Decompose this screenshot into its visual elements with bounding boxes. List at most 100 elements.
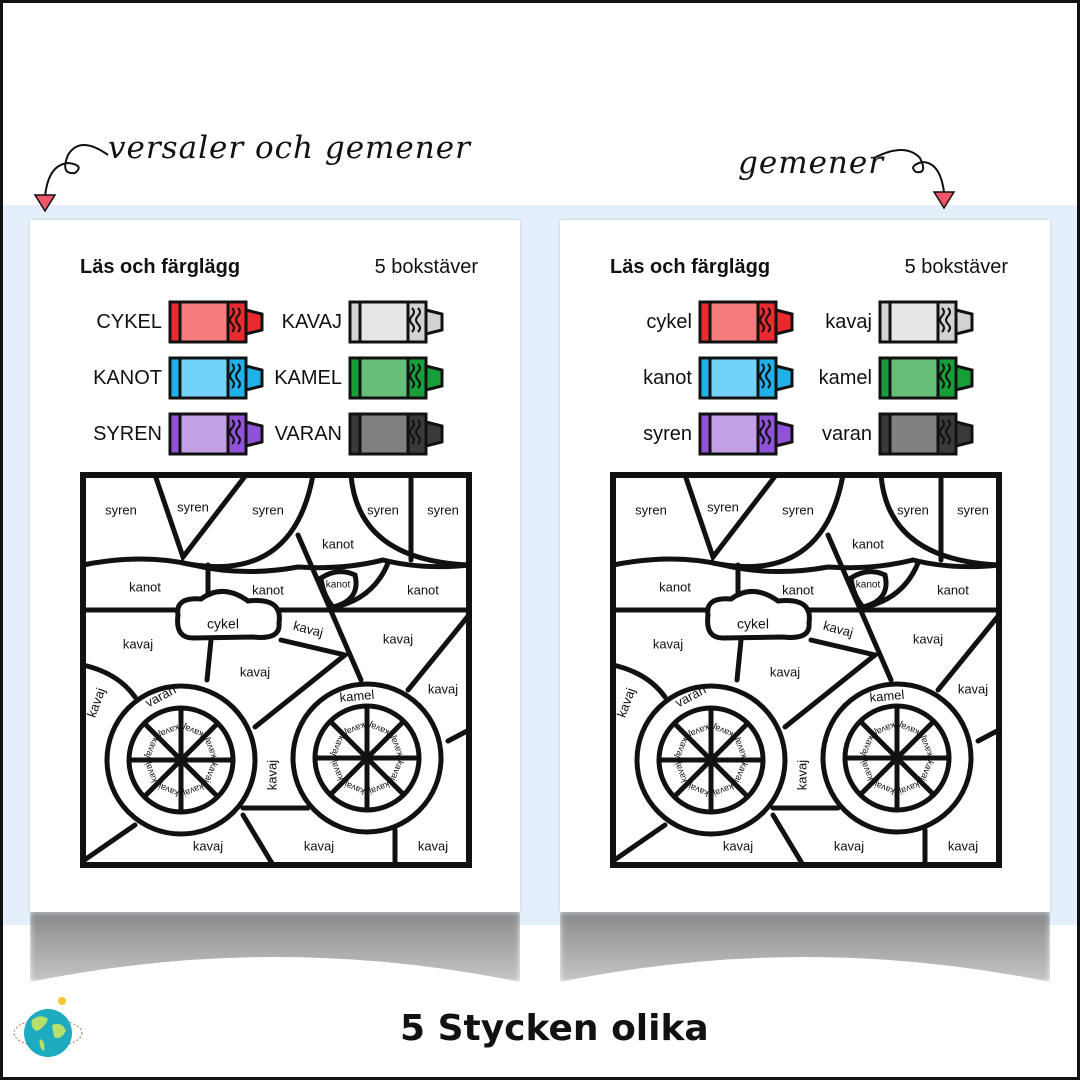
region-label: kanot [322,536,354,551]
crayon-icon [348,412,444,456]
region-label: kavaj [822,618,855,640]
region-label: kavaj [304,838,334,853]
region-label: kavaj [383,631,413,646]
crayon-key: KAVAJ [262,300,448,344]
crayon-icon [168,356,264,400]
region-label: cykel [737,616,769,632]
crayon-word: cykel [646,310,692,333]
region-label: syren [957,502,989,517]
crayon-key: varan [792,412,978,456]
region-label: kavaj [240,664,270,679]
card-shadow [30,912,520,982]
region-label: kavaj [834,838,864,853]
region-label: kanot [937,582,969,597]
region-label: kavaj [653,636,683,651]
arrow-left-icon [33,144,109,213]
region-label: kavaj [123,636,153,651]
footer-caption: 5 Stycken olika [400,1008,709,1049]
region-label: kanot [252,582,284,597]
crayon-icon [878,412,974,456]
worksheet-title: Läs och färglägg [80,256,241,278]
region-label: kanot [856,580,881,591]
region-label: kavaj [193,838,223,853]
region-label: kanot [659,579,691,594]
crayon-icon [878,300,974,344]
region-label: kavaj [614,686,639,720]
crayon-word: CYKEL [96,310,162,333]
crayon-icon [348,356,444,400]
crayon-word: KAVAJ [281,310,342,333]
arrow-right-icon [873,149,956,210]
region-label: syren [635,502,667,517]
region-label: syren [252,502,284,517]
crayon-word: kamel [818,366,872,389]
region-label: syren [367,502,399,517]
region-label: kanot [129,579,161,594]
crayon-icon [698,356,794,400]
crayon-key: VARAN [262,412,448,456]
letter-count: 5 bokstäver [904,256,1008,278]
region-label: kanot [326,580,351,591]
crayon-key: syren [612,412,798,456]
region-label: kamel [339,687,375,705]
crayon-icon [698,300,794,344]
crayon-key: cykel [612,300,798,344]
crayon-word: syren [643,422,692,445]
region-label: kavaj [794,760,809,790]
region-label: syren [427,502,459,517]
crayon-key: SYREN [82,412,268,456]
crayon-word: VARAN [274,422,342,445]
coloring-picture: kavajkavajkavajkavajkavajkavajkavajkavaj… [80,472,472,868]
region-label: kavaj [84,686,109,720]
region-label: kavaj [292,618,325,640]
crayon-icon [168,412,264,456]
crayon-icon [168,300,264,344]
crayon-word: SYREN [93,422,162,445]
region-label: syren [177,499,209,514]
region-label: kavaj [723,838,753,853]
region-label: syren [897,502,929,517]
region-label: kamel [869,687,905,705]
region-label: kavaj [913,631,943,646]
crayon-key: KAMEL [262,356,448,400]
crayon-key: kavaj [792,300,978,344]
crayon-icon [348,300,444,344]
region-label: kanot [407,582,439,597]
region-label: kavaj [418,838,448,853]
crayon-key: kanot [612,356,798,400]
region-label: cykel [207,616,239,632]
region-label: kavaj [264,760,279,790]
crayon-key: CYKEL [82,300,268,344]
coloring-picture: kavajkavajkavajkavajkavajkavajkavajkavaj… [610,472,1002,868]
region-label: kavaj [948,838,978,853]
crayon-key: kamel [792,356,978,400]
crayon-icon [878,356,974,400]
region-label: syren [105,502,137,517]
region-label: kavaj [958,681,988,696]
crayon-word: kanot [643,366,692,389]
region-label: kavaj [428,681,458,696]
crayon-key: KANOT [82,356,268,400]
header-right: gemener [738,145,885,181]
region-label: syren [782,502,814,517]
worksheet-title: Läs och färglägg [610,256,771,278]
crayon-word: KAMEL [274,366,342,389]
region-label: kanot [782,582,814,597]
card-shadow [560,912,1050,982]
crayon-word: KANOT [93,366,162,389]
letter-count: 5 bokstäver [374,256,478,278]
region-label: kanot [852,536,884,551]
crayon-icon [698,412,794,456]
header-left: versaler och gemener [108,130,471,166]
crayon-word: kavaj [825,310,872,333]
crayon-word: varan [821,422,872,445]
region-label: syren [707,499,739,514]
region-label: kavaj [770,664,800,679]
globe-logo-icon [13,997,83,1057]
